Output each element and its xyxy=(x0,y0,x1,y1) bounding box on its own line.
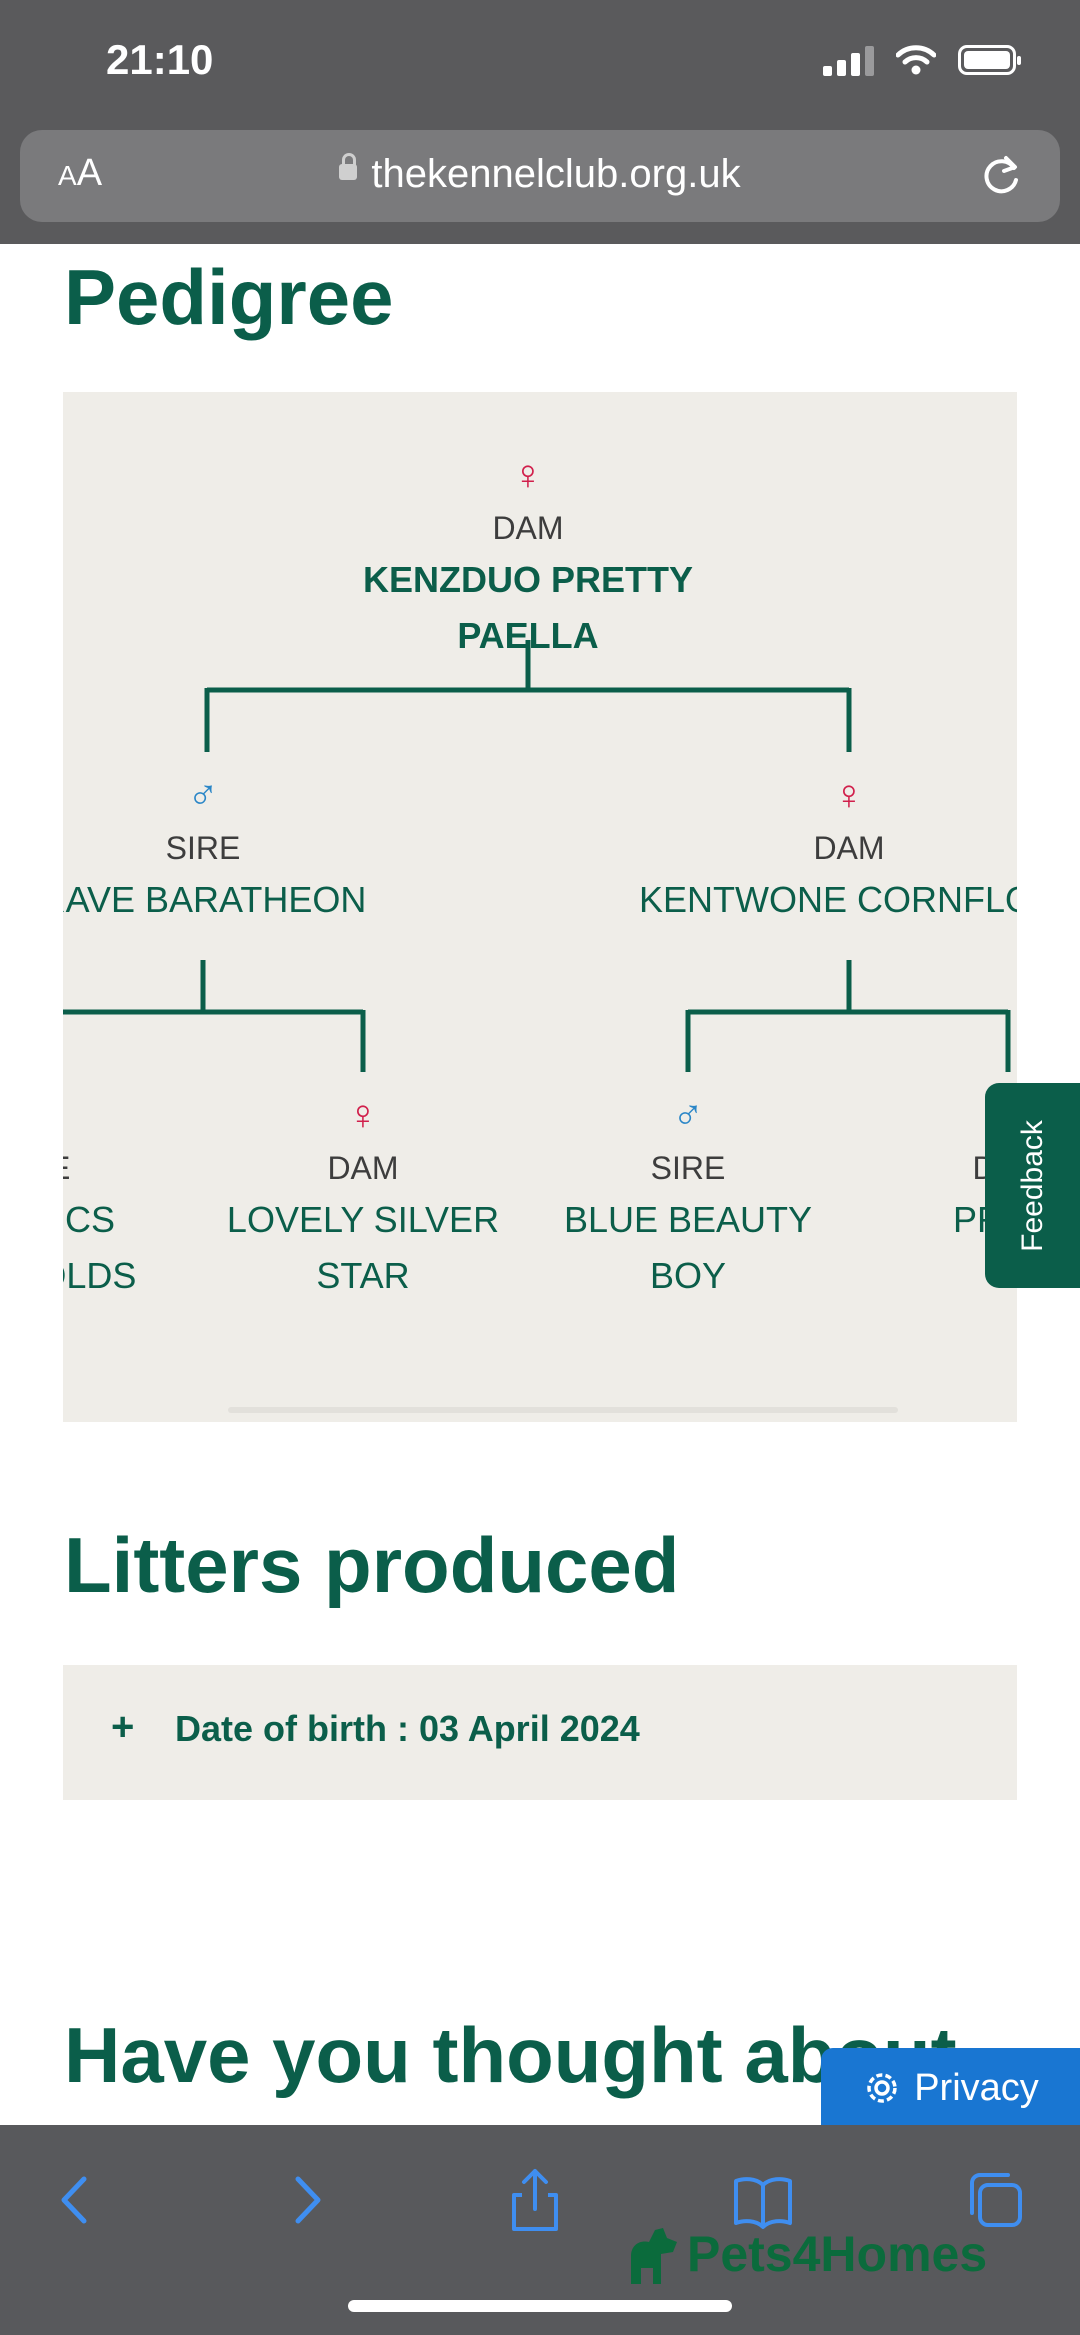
horizontal-scrollbar[interactable] xyxy=(228,1407,898,1413)
node-name: PHONICS ART GOLDS xyxy=(63,1199,137,1296)
privacy-button[interactable]: Privacy xyxy=(821,2048,1080,2128)
node-name: KENTWONE CORNFLOW xyxy=(639,879,1017,920)
litter-date: Date of birth : 03 April 2024 xyxy=(175,1708,640,1749)
battery-icon xyxy=(958,45,1021,75)
pedigree-node-sire[interactable]: ♂ SIRE RAVE BARATHEON xyxy=(63,772,413,928)
female-icon: ♀ xyxy=(512,451,544,498)
male-icon: ♂ xyxy=(672,1091,704,1138)
share-icon[interactable] xyxy=(500,2165,570,2235)
text-size-button[interactable]: AA xyxy=(58,152,103,194)
pedigree-node-root[interactable]: ♀ DAM KENZDUO PRETTY PAELLA xyxy=(318,452,738,664)
tabs-icon[interactable] xyxy=(960,2165,1030,2235)
pedigree-node-granddam[interactable]: ♀ DAM LOVELY SILVER STAR xyxy=(223,1092,503,1304)
watermark-text: Pets4Homes xyxy=(687,2226,988,2282)
back-icon[interactable] xyxy=(40,2165,110,2235)
node-name: RAVE BARATHEON xyxy=(63,879,367,920)
litters-heading: Litters produced xyxy=(64,1521,680,1609)
female-icon: ♀ xyxy=(833,771,865,818)
pedigree-tree[interactable]: ♀ DAM KENZDUO PRETTY PAELLA ♂ SIRE RAVE … xyxy=(63,392,1017,1422)
dog-logo-icon xyxy=(631,2228,677,2284)
pedigree-node-dam[interactable]: ♀ DAM KENTWONE CORNFLOW xyxy=(639,772,1017,928)
node-role: SIRE xyxy=(165,830,241,866)
node-name: LOVELY SILVER STAR xyxy=(226,1199,500,1296)
expand-icon: + xyxy=(111,1705,135,1749)
reload-icon[interactable] xyxy=(976,150,1026,200)
pedigree-heading: Pedigree xyxy=(64,253,394,341)
address-bar[interactable]: AA thekennelclub.org.uk xyxy=(20,130,1060,222)
node-role: DAM xyxy=(813,830,885,866)
male-icon: ♂ xyxy=(187,771,219,818)
status-icons xyxy=(823,40,1021,80)
male-icon: ♂ xyxy=(63,1092,153,1138)
home-indicator[interactable] xyxy=(348,2300,732,2312)
url-text: thekennelclub.org.uk xyxy=(371,152,741,196)
node-role: DAM xyxy=(492,510,564,546)
signal-icon xyxy=(823,44,874,76)
status-time: 21:10 xyxy=(106,36,214,83)
litter-accordion-item[interactable]: + Date of birth : 03 April 2024 xyxy=(63,1665,1017,1800)
gear-icon xyxy=(867,2073,897,2103)
watermark-logo: Pets4Homes xyxy=(625,2222,987,2286)
lock-icon xyxy=(339,153,358,181)
privacy-label: Privacy xyxy=(914,2066,1039,2109)
node-name: BLUE BEAUTY BOY xyxy=(563,1199,813,1296)
node-role: SIRE xyxy=(63,1150,153,1186)
url-display[interactable]: thekennelclub.org.uk xyxy=(20,152,1060,197)
wifi-icon xyxy=(896,45,936,75)
node-role: DAM xyxy=(327,1150,399,1186)
pedigree-node-grandsire[interactable]: ♂ SIRE PHONICS ART GOLDS xyxy=(63,1092,153,1304)
feedback-button[interactable]: Feedback xyxy=(985,1083,1080,1288)
pedigree-node-grandsire-2[interactable]: ♂ SIRE BLUE BEAUTY BOY xyxy=(548,1092,828,1304)
node-name: KENZDUO PRETTY PAELLA xyxy=(362,559,693,656)
forward-icon[interactable] xyxy=(272,2165,342,2235)
node-role: SIRE xyxy=(650,1150,726,1186)
female-icon: ♀ xyxy=(347,1091,379,1138)
feedback-label: Feedback xyxy=(1015,1119,1049,1252)
tree-connectors xyxy=(63,640,1011,1072)
browser-top-bar: 21:10 AA thekennelclub.org.uk xyxy=(0,0,1080,244)
bookmarks-icon[interactable] xyxy=(728,2165,798,2235)
